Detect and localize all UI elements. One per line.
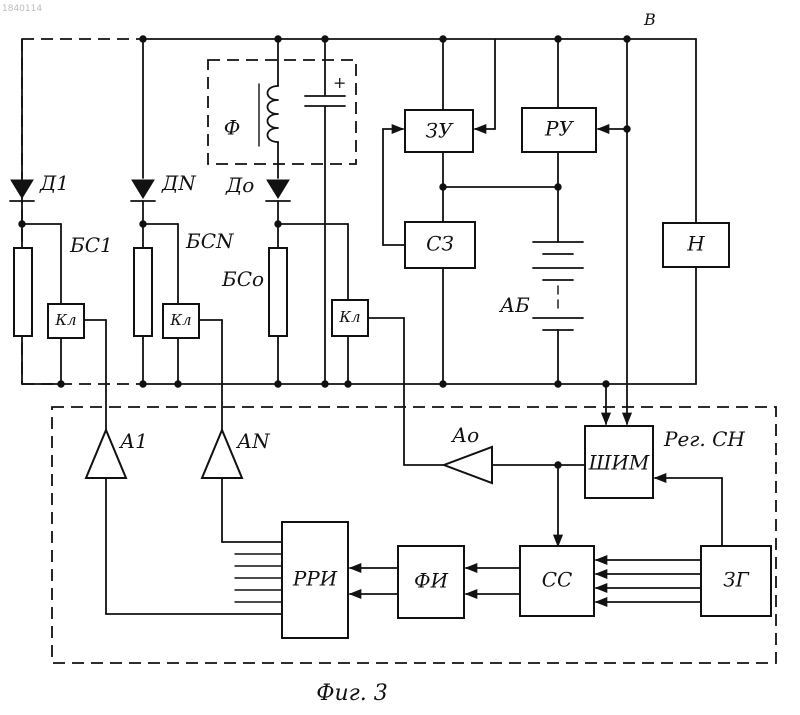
rri-output-stubs [235,554,282,602]
amplifier-a0-icon [444,447,492,483]
branch-1: Кл Д1 БС1 [10,39,113,430]
block-zg-label: ЗГ [723,568,749,592]
amplifier-a0-label: Ао [450,423,479,447]
logic-chain: РРИ ФИ СС ЗГ [235,522,771,638]
block-ru-label: РУ [544,117,574,141]
patent-stamp: 1840114 [2,4,42,14]
amplifier-a1-label: А1 [118,429,148,453]
block-shim-label: ШИМ [588,451,650,475]
diode-d0-label: До [225,173,254,197]
solar-cell-bs1 [14,248,32,336]
diode-dn-icon [132,180,154,198]
capacitor-plus-label: + [333,73,346,92]
bus-b-label: В [643,10,656,29]
filter-f-label: Ф [224,116,241,140]
switch-kln-label: Кл [169,311,191,329]
branch-n: Кл ДN БСN [131,39,235,430]
bsn-label: БСN [185,229,235,253]
amplifier-an-icon [202,430,242,478]
load-section: Н [663,223,729,267]
block-zu-label: ЗУ [426,119,454,143]
battery-ab-label: АБ [498,293,530,317]
bs0-label: БСо [221,267,264,291]
solar-cell-bsn [134,248,152,336]
block-fi-label: ФИ [414,569,449,593]
block-ss-label: СС [542,568,573,592]
reg-sn-label: Рег. СН [663,427,745,451]
diode-d1-icon [11,180,33,198]
block-n-label: Н [686,232,705,256]
amplifiers: А1 АN [86,429,282,614]
block-rri-label: РРИ [292,567,338,591]
switch-kl1-label: Кл [54,311,76,329]
charge-section: ЗУ СЗ РУ АБ [383,39,627,384]
battery-ab [533,242,583,384]
switch-kl0-label: Кл [338,308,360,326]
diode-d0-icon [267,180,289,198]
figure-caption: Фиг. 3 [316,681,388,706]
diode-dn-label: ДN [161,171,197,195]
bs1-label: БС1 [69,233,113,257]
amplifier-an-label: АN [235,429,271,453]
bus-b: В [140,10,696,384]
diode-d1-label: Д1 [39,171,69,195]
solar-cell-bs0 [269,248,287,336]
block-sz-label: СЗ [426,232,454,256]
inductor-icon [268,86,279,142]
